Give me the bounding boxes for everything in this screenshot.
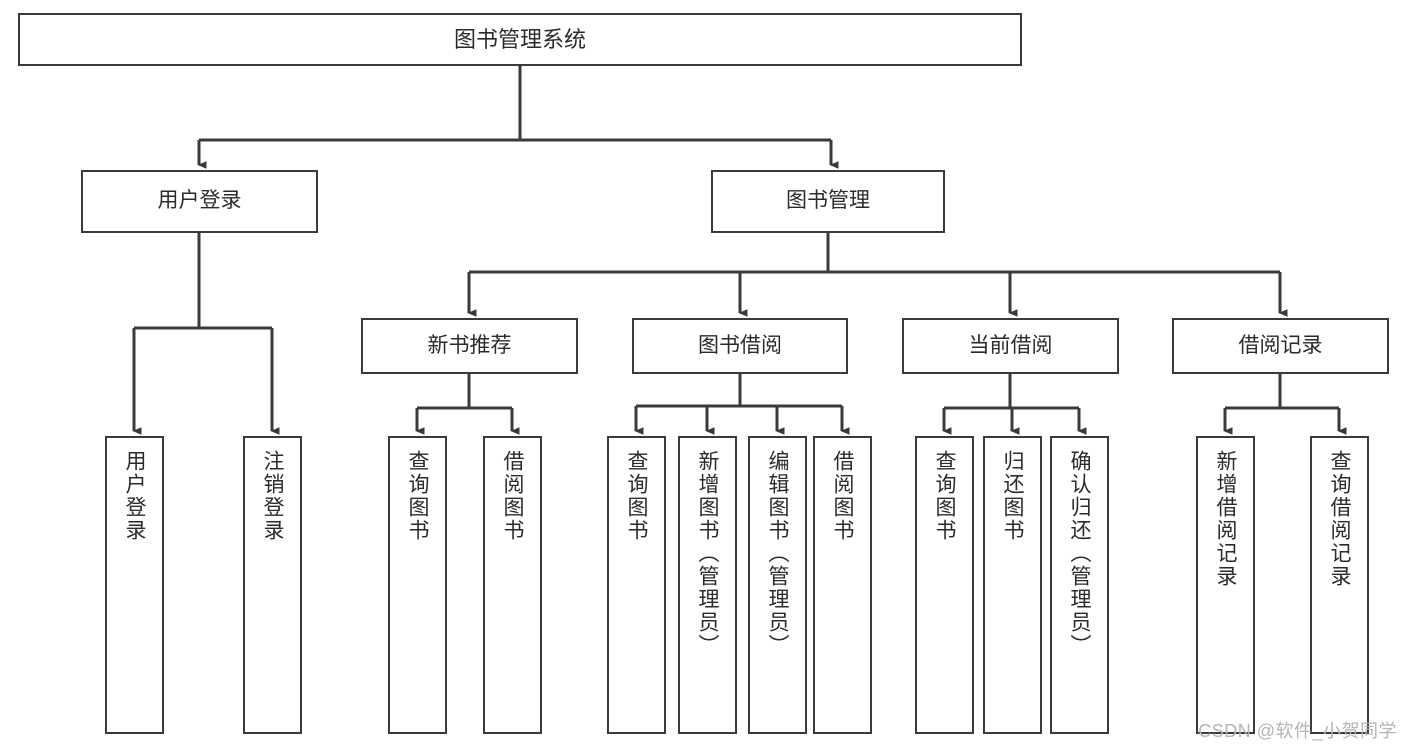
leaf-user-logout[interactable]: 注销登录 (243, 436, 302, 734)
node-book-borrow-label: 图书借阅 (698, 333, 782, 357)
leaf-borrow-borrow-book[interactable]: 借阅图书 (813, 436, 872, 734)
node-borrow-record[interactable]: 借阅记录 (1172, 318, 1389, 374)
node-current-borrow[interactable]: 当前借阅 (902, 318, 1119, 374)
node-current-borrow-label: 当前借阅 (968, 333, 1053, 357)
leaf-current-query-book-label: 查询图书 (933, 450, 956, 542)
leaf-borrow-query-book-label: 查询图书 (625, 450, 648, 542)
node-book-borrow[interactable]: 图书借阅 (632, 318, 848, 374)
leaf-recommend-borrow-book-label: 借阅图书 (501, 450, 524, 542)
leaf-recommend-query-book[interactable]: 查询图书 (388, 436, 447, 734)
leaf-current-confirm-return-admin[interactable]: 确认归还（管理员） (1050, 436, 1109, 734)
node-new-book-recommend[interactable]: 新书推荐 (361, 318, 578, 374)
node-user-login[interactable]: 用户登录 (81, 170, 318, 233)
leaf-borrow-add-book-admin-label: 新增图书（管理员） (696, 450, 719, 657)
leaf-borrow-query-book[interactable]: 查询图书 (607, 436, 666, 734)
leaf-record-add-borrow-record[interactable]: 新增借阅记录 (1196, 436, 1255, 734)
leaf-user-login[interactable]: 用户登录 (105, 436, 164, 734)
leaf-current-confirm-return-admin-label: 确认归还（管理员） (1068, 450, 1091, 657)
leaf-record-add-borrow-record-label: 新增借阅记录 (1214, 450, 1237, 588)
node-borrow-record-label: 借阅记录 (1238, 333, 1323, 357)
leaf-record-query-borrow-record[interactable]: 查询借阅记录 (1310, 436, 1369, 734)
leaf-borrow-edit-book-admin-label: 编辑图书（管理员） (766, 450, 789, 657)
leaf-current-return-book[interactable]: 归还图书 (983, 436, 1042, 734)
csdn-watermark: CSDN @软件_小贺同学 (1198, 721, 1397, 741)
leaf-current-return-book-label: 归还图书 (1001, 450, 1024, 542)
leaf-recommend-borrow-book[interactable]: 借阅图书 (483, 436, 542, 734)
node-root[interactable]: 图书管理系统 (18, 13, 1022, 66)
node-root-label: 图书管理系统 (453, 26, 586, 52)
node-book-management[interactable]: 图书管理 (711, 170, 945, 233)
node-user-login-label: 用户登录 (157, 189, 242, 213)
leaf-current-query-book[interactable]: 查询图书 (915, 436, 974, 734)
leaf-borrow-borrow-book-label: 借阅图书 (831, 450, 854, 542)
leaf-recommend-query-book-label: 查询图书 (406, 450, 429, 542)
leaf-record-query-borrow-record-label: 查询借阅记录 (1328, 450, 1351, 588)
leaf-user-logout-label: 注销登录 (261, 450, 284, 542)
node-new-book-recommend-label: 新书推荐 (427, 333, 512, 357)
leaf-user-login-label: 用户登录 (123, 450, 146, 542)
leaf-borrow-add-book-admin[interactable]: 新增图书（管理员） (678, 436, 737, 734)
node-book-management-label: 图书管理 (786, 189, 870, 213)
leaf-borrow-edit-book-admin[interactable]: 编辑图书（管理员） (748, 436, 807, 734)
